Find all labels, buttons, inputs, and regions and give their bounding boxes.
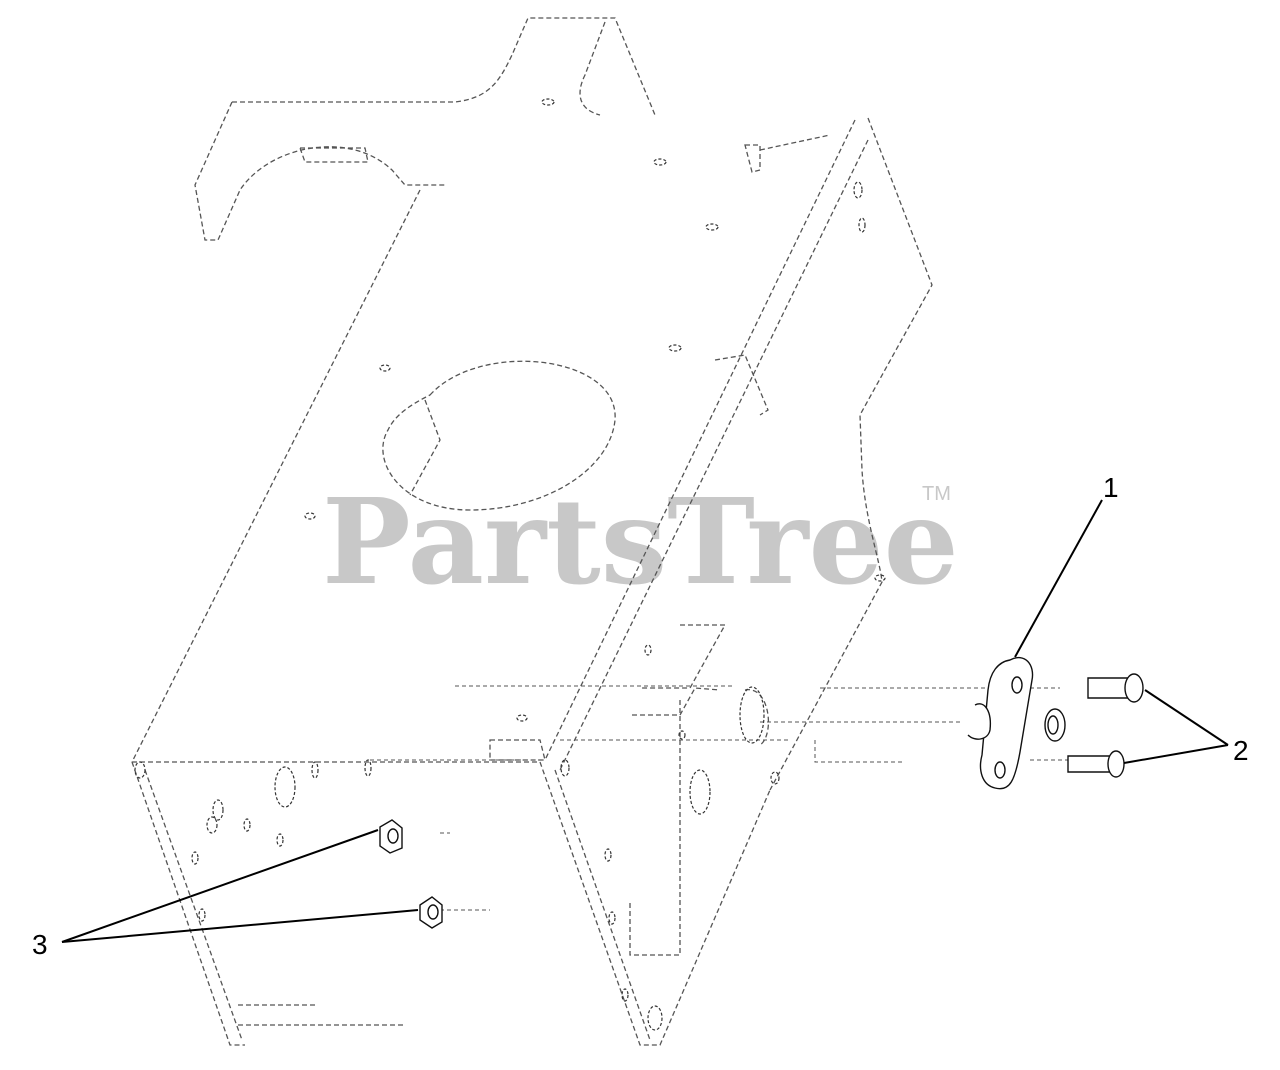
callout-2: 2 bbox=[1233, 735, 1249, 766]
flange-bearing-part bbox=[967, 656, 1066, 790]
leader-lines bbox=[61, 499, 1229, 943]
callout-3: 3 bbox=[32, 929, 48, 960]
callout-1: 1 bbox=[1103, 472, 1119, 503]
callout-labels: 1 2 3 bbox=[32, 472, 1249, 960]
watermark: PartsTree TM bbox=[322, 472, 959, 611]
watermark-trademark: TM bbox=[922, 483, 951, 505]
watermark-text: PartsTree bbox=[322, 472, 959, 611]
carriage-bolts-part bbox=[1067, 673, 1144, 778]
frame-plate bbox=[131, 17, 1070, 1046]
hex-nuts-part bbox=[379, 819, 443, 929]
